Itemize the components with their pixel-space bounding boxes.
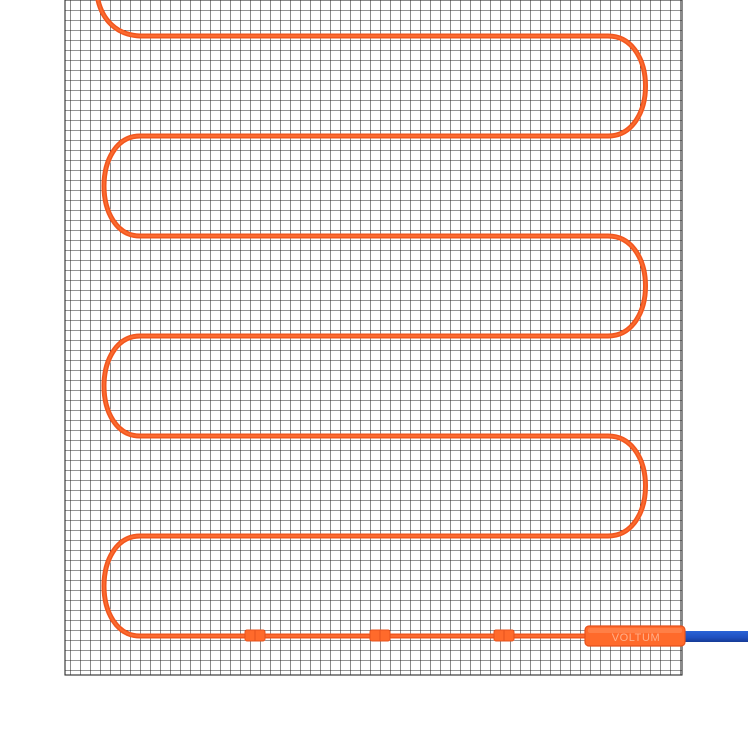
cable-clip-icon [493,629,515,642]
cable-clip-icon [244,629,266,642]
heating-cable [95,0,648,639]
cable-coupling-icon: VOLTUM [584,625,686,647]
cable-clips [244,629,515,642]
cold-lead-cable [680,631,748,642]
cable-clip-icon [369,629,391,642]
brand-label: VOLTUM [612,632,661,644]
